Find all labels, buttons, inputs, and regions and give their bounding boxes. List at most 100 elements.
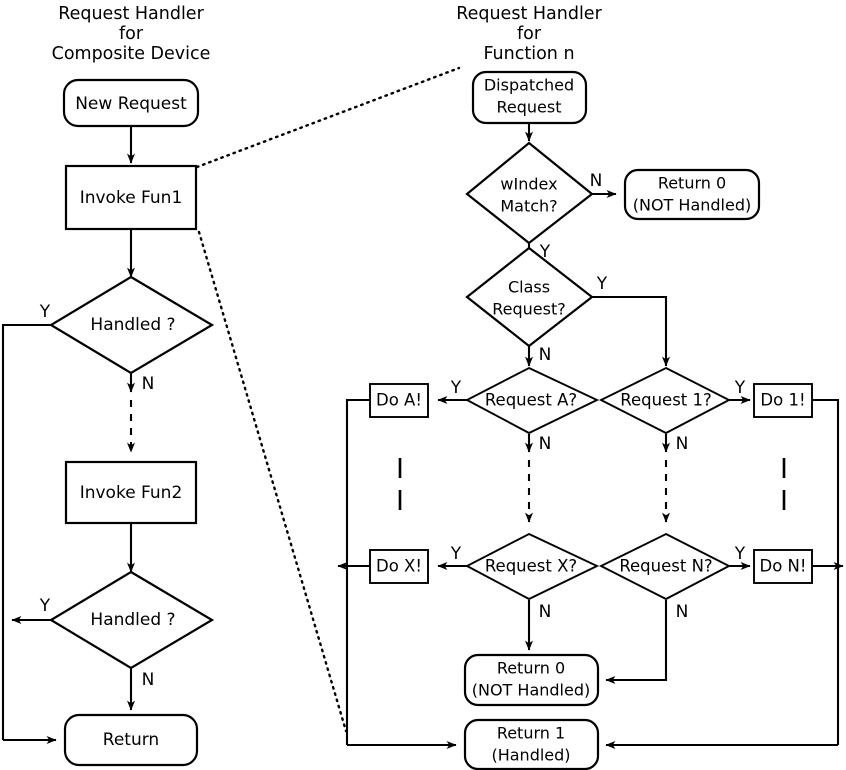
return-shape xyxy=(63,713,199,767)
connector-dotted-upper xyxy=(195,66,461,169)
right-title-line2: for xyxy=(517,24,542,44)
branch-label-class-no: N xyxy=(539,345,552,365)
return0-bottom-label-line1: Return 0 xyxy=(497,659,565,678)
request-1-shape xyxy=(598,366,732,435)
request-a-label: Request A? xyxy=(485,391,577,410)
node-handled-1[interactable]: Handled ? xyxy=(48,275,215,375)
return1-label-line1: Return 1 xyxy=(497,724,565,743)
handled-1-shape xyxy=(48,275,215,375)
branch-label-requestn-yes: Y xyxy=(734,544,746,564)
edge-requestn-no-to-return0-bottom xyxy=(605,600,668,684)
node-request-n[interactable]: Request N? xyxy=(598,532,732,601)
new-request-label: New Request xyxy=(75,94,187,114)
do-a-shape xyxy=(369,383,429,418)
class-request-label-line1: Class xyxy=(508,278,550,297)
dispatched-request-label-line1: Dispatched xyxy=(484,76,574,95)
node-request-a[interactable]: Request A? xyxy=(464,366,600,435)
branch-label-windex-no: N xyxy=(590,171,603,191)
do-1-label: Do 1! xyxy=(760,391,805,410)
left-title-line2: for xyxy=(119,24,144,44)
branch-label-requesta-yes: Y xyxy=(450,378,462,398)
node-handled-2[interactable]: Handled ? xyxy=(48,570,215,670)
left-title-line3: Composite Device xyxy=(52,44,211,64)
node-return[interactable]: Return xyxy=(63,713,199,767)
invoke-fun1-label: Invoke Fun1 xyxy=(80,188,183,208)
node-do-n[interactable]: Do N! xyxy=(753,549,813,584)
do-n-label: Do N! xyxy=(759,557,806,576)
left-title: Request Handler for Composite Device xyxy=(52,4,211,64)
branch-label-requesta-no: N xyxy=(539,434,552,454)
connector-dotted-lower xyxy=(197,230,348,733)
node-do-a[interactable]: Do A! xyxy=(369,383,429,418)
ellipsis-marks xyxy=(398,458,786,510)
windex-match-label-line2: Match? xyxy=(500,197,557,216)
branch-label-requestn-no: N xyxy=(676,602,689,622)
return0-top-label-line1: Return 0 xyxy=(658,174,726,193)
return1-label-line2: (Handled) xyxy=(491,746,570,765)
branch-label-handled1-no: N xyxy=(142,374,155,394)
request-n-shape xyxy=(598,532,732,601)
edge-class-yes-to-request1 xyxy=(592,295,670,367)
right-flow-edges xyxy=(337,123,844,749)
request-1-label: Request 1? xyxy=(620,391,712,410)
edge-handled1-yes-to-rail xyxy=(1,323,51,740)
branch-label-requestx-no: N xyxy=(539,602,552,622)
edge-do1-to-right-rail xyxy=(812,398,840,745)
request-a-shape xyxy=(464,366,600,435)
branch-label-handled1-yes: Y xyxy=(39,302,51,322)
node-new-request[interactable]: New Request xyxy=(62,78,200,128)
expansion-connectors xyxy=(195,66,461,733)
left-title-line1: Request Handler xyxy=(58,4,204,24)
node-invoke-fun1[interactable]: Invoke Fun1 xyxy=(64,164,198,231)
return0-top-shape xyxy=(623,168,761,221)
do-n-shape xyxy=(753,549,813,584)
branch-label-class-yes: Y xyxy=(596,274,608,294)
branch-label-requestx-yes: Y xyxy=(450,544,462,564)
do-x-shape xyxy=(369,549,429,584)
node-invoke-fun2[interactable]: Invoke Fun2 xyxy=(64,460,198,525)
return0-bottom-label-line2: (NOT Handled) xyxy=(472,681,590,700)
node-windex-match[interactable]: wIndex Match? xyxy=(465,141,594,245)
branch-label-handled2-no: N xyxy=(142,670,155,690)
dispatched-request-label-line2: Request xyxy=(497,98,562,117)
right-flow-branch-labels: N Y Y N Y N Y N Y N Y N xyxy=(450,171,746,622)
node-dispatched-request[interactable]: Dispatched Request xyxy=(471,70,588,125)
request-x-label: Request X? xyxy=(485,557,577,576)
handled-2-label: Handled ? xyxy=(90,610,175,630)
return1-shape xyxy=(463,718,600,770)
dispatched-request-shape xyxy=(471,70,588,125)
node-do-x[interactable]: Do X! xyxy=(369,549,429,584)
branch-label-handled2-yes: Y xyxy=(39,596,51,616)
class-request-label-line2: Request? xyxy=(492,300,565,319)
left-flow-branch-labels: Y N Y N xyxy=(39,302,155,690)
right-title-line3: Function n xyxy=(483,44,574,64)
do-a-label: Do A! xyxy=(376,391,422,410)
request-n-label: Request N? xyxy=(619,557,712,576)
edge-doa-to-left-rail xyxy=(345,398,370,745)
invoke-fun2-label: Invoke Fun2 xyxy=(80,483,183,503)
node-do-1[interactable]: Do 1! xyxy=(753,383,813,418)
return-label: Return xyxy=(103,730,159,750)
class-request-shape xyxy=(465,246,594,348)
invoke-fun1-shape xyxy=(64,164,198,231)
windex-match-label-line1: wIndex xyxy=(500,175,557,194)
return0-top-label-line2: (NOT Handled) xyxy=(633,196,751,215)
windex-match-shape xyxy=(465,141,594,245)
node-class-request[interactable]: Class Request? xyxy=(465,246,594,348)
do-1-shape xyxy=(753,383,813,418)
do-x-label: Do X! xyxy=(376,557,422,576)
branch-label-request1-yes: Y xyxy=(734,378,746,398)
node-return1[interactable]: Return 1 (Handled) xyxy=(463,718,600,770)
invoke-fun2-shape xyxy=(64,460,198,525)
request-x-shape xyxy=(464,532,600,601)
right-title: Request Handler for Function n xyxy=(456,4,602,64)
node-return0-bottom[interactable]: Return 0 (NOT Handled) xyxy=(463,653,600,707)
node-return0-top[interactable]: Return 0 (NOT Handled) xyxy=(623,168,761,221)
node-request-x[interactable]: Request X? xyxy=(464,532,600,601)
new-request-shape xyxy=(62,78,200,128)
return0-bottom-shape xyxy=(463,653,600,707)
node-request-1[interactable]: Request 1? xyxy=(598,366,732,435)
branch-label-request1-no: N xyxy=(676,434,689,454)
